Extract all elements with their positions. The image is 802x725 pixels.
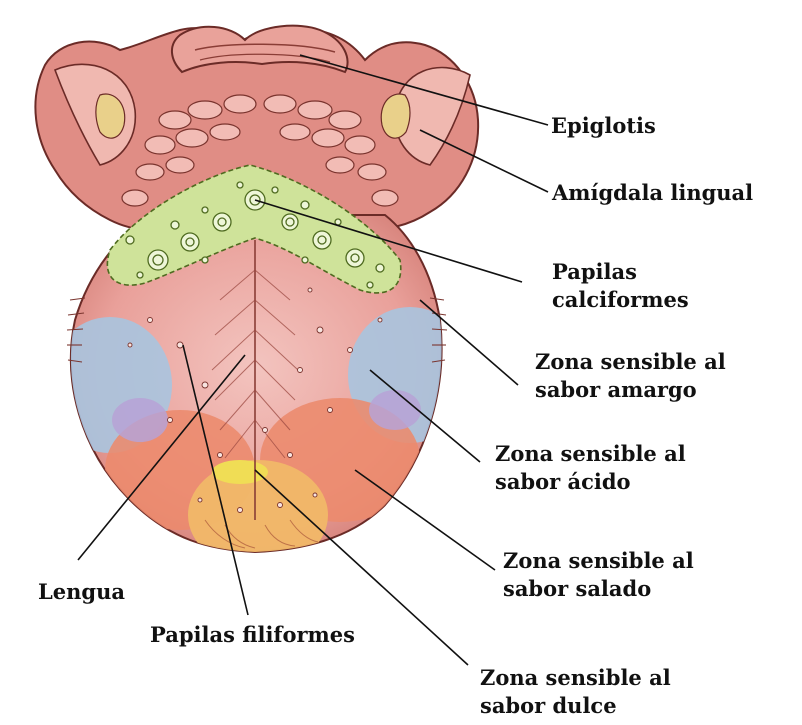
label-acido-line2: sabor ácido bbox=[495, 468, 686, 496]
label-epiglotis-text: Epiglotis bbox=[551, 112, 656, 140]
label-sabor-acido: Zona sensible al sabor ácido bbox=[495, 440, 686, 496]
label-salado-line2: sabor salado bbox=[503, 575, 694, 603]
label-dulce-line2: sabor dulce bbox=[480, 692, 671, 720]
label-salado-line1: Zona sensible al bbox=[503, 547, 694, 575]
label-amigdala-lingual: Amígdala lingual bbox=[552, 179, 753, 207]
label-papilas-calciformes: Papilas calciformes bbox=[552, 258, 689, 314]
label-acido-line1: Zona sensible al bbox=[495, 440, 686, 468]
label-amigdala-text: Amígdala lingual bbox=[552, 179, 753, 207]
label-epiglotis: Epiglotis bbox=[551, 112, 656, 140]
leader-salado bbox=[355, 470, 495, 570]
label-lengua: Lengua bbox=[38, 578, 125, 606]
label-sabor-salado: Zona sensible al sabor salado bbox=[503, 547, 694, 603]
label-dulce-line1: Zona sensible al bbox=[480, 664, 671, 692]
label-papilas-calciformes-line1: Papilas bbox=[552, 258, 689, 286]
label-papilas-filiformes-text: Papilas filiformes bbox=[150, 621, 355, 649]
label-amargo-line1: Zona sensible al bbox=[535, 348, 726, 376]
label-amargo-line2: sabor amargo bbox=[535, 376, 726, 404]
label-papilas-filiformes: Papilas filiformes bbox=[150, 621, 355, 649]
label-papilas-calciformes-line2: calciformes bbox=[552, 286, 689, 314]
label-sabor-dulce: Zona sensible al sabor dulce bbox=[480, 664, 671, 720]
sweet-tip-zone bbox=[212, 460, 268, 484]
label-lengua-text: Lengua bbox=[38, 578, 125, 606]
label-sabor-amargo: Zona sensible al sabor amargo bbox=[535, 348, 726, 404]
